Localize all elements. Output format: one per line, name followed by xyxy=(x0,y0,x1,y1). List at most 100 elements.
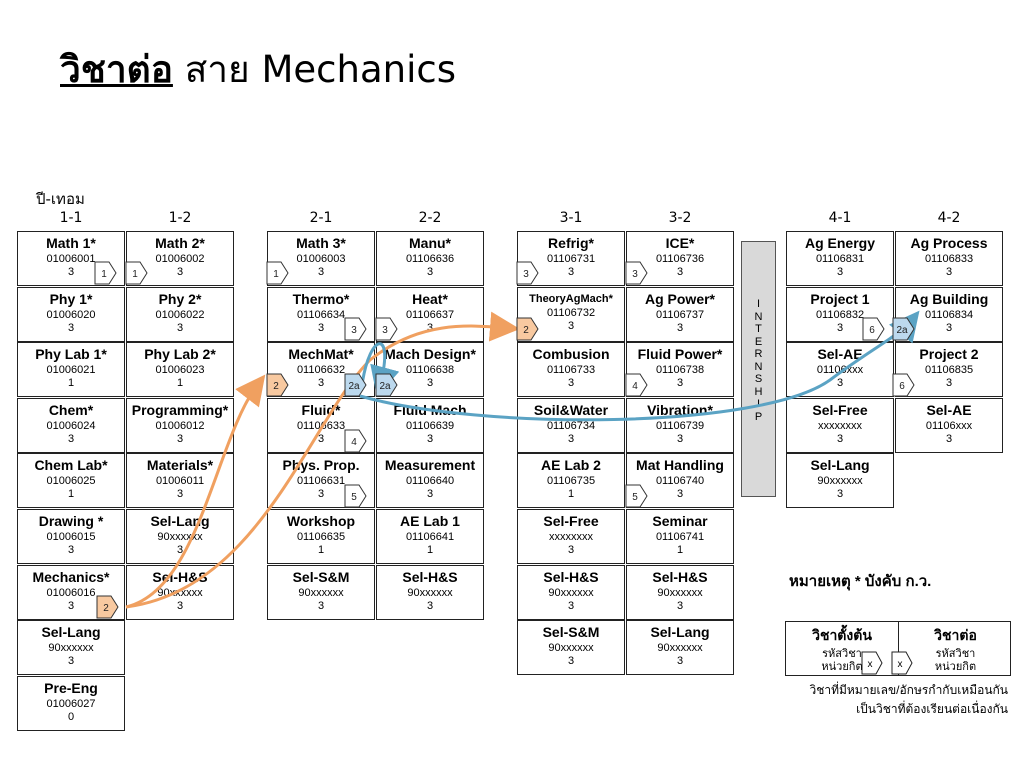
course-code: 01106635 xyxy=(296,531,346,543)
course-code: 01006015 xyxy=(46,531,96,543)
course-credit: 3 xyxy=(676,377,684,390)
course-code: 01106736 xyxy=(655,253,705,265)
course-code: 01006022 xyxy=(155,308,205,321)
course-credit: 3 xyxy=(426,377,434,390)
course-name: Mat Handling xyxy=(636,457,724,474)
internship-letter: N xyxy=(754,360,763,373)
legend-next: วิชาต่อ รหัสวิชา หน่วยกิต xyxy=(934,628,977,673)
course-code: 01106633 xyxy=(296,419,346,432)
course-name: MechMat* xyxy=(288,346,354,363)
course-credit: 3 xyxy=(317,488,325,501)
course-code: 90xxxxxx xyxy=(298,586,344,599)
course-code: 90xxxxxx xyxy=(548,586,594,599)
course-code: 90xxxxxx xyxy=(817,475,863,488)
internship-letter: T xyxy=(755,323,762,335)
course-name: TheoryAgMach* xyxy=(529,292,613,305)
course-name: Chem* xyxy=(48,401,94,418)
sequence-tag-label: 1 xyxy=(273,269,279,280)
sequence-tag xyxy=(892,317,915,341)
course-credit: 3 xyxy=(317,599,325,612)
course-code: 01106xxx xyxy=(925,419,973,432)
course-credit: 3 xyxy=(67,655,75,668)
arrow-mechanics-to-theoryagmach xyxy=(125,311,520,609)
column-header: 3-1 xyxy=(559,210,583,226)
sequence-tag xyxy=(516,317,539,341)
course-credit: 3 xyxy=(836,266,844,278)
course-code: 01006025 xyxy=(46,475,96,488)
arrow-machdesign-to-agbuilding xyxy=(359,310,920,422)
course-code: 01106639 xyxy=(405,419,455,432)
course-credit: 1 xyxy=(176,377,184,390)
course-credit: 3 xyxy=(176,599,184,612)
course-credit: 3 xyxy=(317,432,325,445)
course-code: 01106632 xyxy=(296,364,346,377)
sequence-tag-label: 1 xyxy=(101,269,107,280)
course-code: xxxxxxxx xyxy=(818,419,862,432)
course-credit: 3 xyxy=(426,599,434,612)
sequence-tag-label: 6 xyxy=(899,381,905,392)
course-credit: 3 xyxy=(176,488,184,501)
course-name: Sel-S&M xyxy=(292,568,350,585)
internship-letter: S xyxy=(754,373,763,385)
internship-letter: I xyxy=(756,398,761,410)
course-credit: 3 xyxy=(836,321,844,334)
course-name: Sel-H&S xyxy=(543,568,599,585)
course-code: 01106735 xyxy=(546,475,596,488)
course-credit: 3 xyxy=(67,544,75,556)
sequence-tag xyxy=(344,429,367,453)
legend-note: หมายเหตุ * บังคับ ก.ว. xyxy=(789,573,932,590)
course-code: 01006016 xyxy=(46,586,96,599)
course-credit: 1 xyxy=(317,544,325,556)
course-credit: 3 xyxy=(176,266,184,278)
course-credit: 3 xyxy=(317,377,325,390)
course-name: Combusion xyxy=(532,346,610,363)
course-code: 01106731 xyxy=(546,253,596,265)
legend-footer: วิชาที่มีหมายเลข/อักษรกำกับเหมือนกัน เป็… xyxy=(809,683,1008,716)
course-credit: 3 xyxy=(567,544,575,556)
course-credit: 3 xyxy=(676,321,684,334)
internship-letter: R xyxy=(754,348,763,360)
sequence-tag-label: 5 xyxy=(351,492,357,503)
sequence-tag-label: 3 xyxy=(382,325,388,336)
sequence-tag-label: 1 xyxy=(132,269,138,280)
course-credit: 3 xyxy=(567,432,575,445)
course-code: 01006023 xyxy=(155,364,205,377)
course-credit: 3 xyxy=(176,321,184,334)
course-credit: 3 xyxy=(836,432,844,445)
course-credit: 3 xyxy=(945,377,953,390)
course-credit: 3 xyxy=(676,488,684,501)
course-name: Chem Lab* xyxy=(34,457,108,474)
sequence-tag-label: 4 xyxy=(351,437,357,448)
course-credit: 3 xyxy=(945,266,953,278)
course-code: 01006012 xyxy=(155,419,205,432)
course-credit: 3 xyxy=(676,266,684,278)
course-name: Sel-AE xyxy=(817,346,863,363)
course-credit: 3 xyxy=(426,488,434,501)
course-name: Programming* xyxy=(131,401,229,418)
course-name: Mechanics* xyxy=(32,568,110,585)
column-header: 1-2 xyxy=(168,210,192,226)
sequence-tag-label: 4 xyxy=(632,381,638,392)
sequence-tag xyxy=(125,261,148,285)
course-name: Math 1* xyxy=(46,235,96,251)
course-name: Phy Lab 1* xyxy=(35,346,107,363)
course-code: 90xxxxxx xyxy=(548,642,594,655)
course-credit: 1 xyxy=(567,488,575,501)
